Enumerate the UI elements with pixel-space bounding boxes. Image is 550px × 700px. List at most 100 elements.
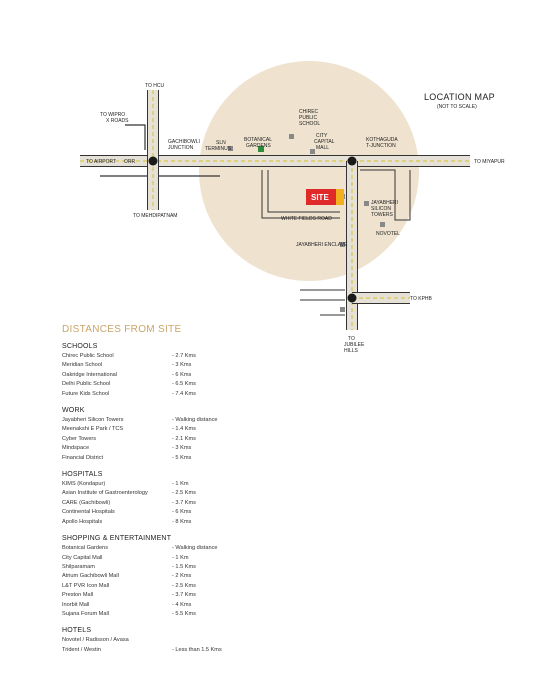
label-jayabheri-towers: TOWERS (371, 212, 394, 218)
label-hills-text: HILLS (344, 348, 358, 354)
item-distance: - 5.5 Kms (172, 610, 196, 617)
marker-novotel (380, 222, 385, 227)
list-item: Inorbit Mall- 4 Kms (62, 601, 362, 610)
list-item: Delhi Public School - 6.5 Kms (62, 380, 362, 389)
list-item: Asian Institute of Gastroenterology- 2.5… (62, 489, 362, 498)
item-name: Meridian School (62, 362, 103, 369)
item-distance: - 6.5 Kms (172, 381, 196, 388)
list-item: Jayabheri Silicon Towers - Walking distan… (62, 416, 362, 425)
label-botanical-gardens: GARDENS (246, 143, 271, 149)
item-name: Jayabheri Silicon Towers (62, 417, 124, 424)
item-distance: - Less than 1.5 Kms (172, 646, 222, 653)
section-work: WORK Jayabheri Silicon Towers- Walking d… (62, 407, 362, 463)
item-distance: - 3.7 Kms (172, 499, 196, 506)
item-name: L&T PVR Icon Mall (62, 582, 110, 589)
section-hospitals: HOSPITALS KIMS (Kondapur)- 1 Km Asian In… (62, 471, 362, 527)
label-to-kphb: TO KPHB (410, 296, 433, 302)
section-schools: SCHOOLS Chirec Public School- 2.7 Kms Me… (62, 343, 362, 399)
list-item: Trident / Westin - Less than 1.5 Kms (62, 646, 362, 655)
label-ccm-city: CITY (316, 133, 328, 139)
label-novotel: NOVOTEL (376, 231, 400, 237)
marker-chirec (289, 134, 294, 139)
item-name: Chirec Public School (62, 353, 114, 359)
label-wipro-x-roads: X ROADS (106, 118, 129, 124)
item-distance: - 2.5 Kms (172, 490, 196, 497)
item-distance: - 2.5 Kms (172, 582, 196, 589)
label-sln: SLN (216, 140, 226, 146)
junction-kothaguda (347, 156, 357, 166)
item-distance: - 3 Kms (172, 362, 192, 369)
label-jubilee: JUBILEE HILLS (344, 342, 364, 354)
location-map: SITE TO HCU TO WIPRO X ROADS GACHIBOWLI … (80, 61, 505, 340)
list-item: Botanical Gardens - Walking distance (62, 544, 362, 553)
list-item: Meenakshi E Park / TCS- 1.4 Kms (62, 425, 362, 434)
marker-botanical-gardens (258, 146, 264, 152)
list-item: CARE (Gachibowli)- 3.7 Kms (62, 499, 362, 508)
item-name: Future Kids School (62, 390, 110, 397)
item-distance: - 1 Km (172, 481, 189, 488)
list-item: Future Kids School - 7.4 Kms (62, 390, 362, 399)
list-item: City Capital Mall- 1 Km (62, 554, 362, 563)
map-labels: TO HCU TO WIPRO X ROADS GACHIBOWLI JUNCT… (86, 83, 505, 340)
item-distance: - 1.4 Kms (172, 426, 196, 433)
item-distance: - 2.1 Kms (172, 435, 196, 442)
map-title: LOCATION MAP (424, 92, 495, 102)
list-item: Oakridge International- 6 Kms (62, 371, 362, 380)
item-distance: - 6 Kms (172, 509, 192, 516)
label-gachibowli-junction: JUNCTION (168, 145, 194, 151)
item-distance: - 8 Kms (172, 518, 192, 525)
label-gachibowli: GACHIBOWLI (168, 139, 200, 145)
label-to-airport: TO AIRPORT (86, 159, 116, 165)
item-name: Atrium Gachibowli Mall (62, 573, 119, 580)
marker-sln-terminus (228, 146, 233, 151)
list-item: Cyber Towers - 2.1 Kms (62, 435, 362, 444)
list-item: Sujana Forum Mall- 5.5 Kms (62, 610, 362, 619)
item-distance: - 3 Kms (172, 445, 192, 452)
marker-jayabheri-towers (364, 201, 369, 206)
section-title: HOTELS (62, 627, 92, 635)
list-item: Meridian School - 3 Kms (62, 361, 362, 370)
distances-title: DISTANCES FROM SITE (62, 324, 182, 335)
label-jubilee-text: JUBILEE (344, 342, 365, 348)
item-distance (172, 636, 292, 645)
item-distance: - 4 Kms (172, 601, 192, 608)
item-distance: - 7.4 Kms (172, 390, 196, 397)
item-name: Trident / Westin (62, 646, 101, 653)
label-chirec: CHIREC (299, 109, 319, 115)
junction-kphb (347, 293, 357, 303)
marker-2 (340, 307, 345, 312)
marker-jayabheri-enclave (340, 242, 345, 247)
map-subtitle: (NOT TO SCALE) (437, 104, 477, 110)
distances-panel: DISTANCES FROM SITE SCHOOLS Chirec Publi… (62, 324, 362, 663)
site-accent (336, 189, 344, 205)
item-distance: - 1.5 Kms (172, 563, 196, 570)
label-to: TO (348, 336, 355, 340)
item-name: Cyber Towers (62, 435, 97, 442)
list-item: Preston Mall- 3.7 Kms (62, 591, 362, 600)
label-jayabheri-silicon: SILICON (371, 206, 391, 212)
marker-ccm (310, 149, 315, 154)
item-name: Financial District (62, 454, 104, 461)
label-jayabheri: JAYABHERI (371, 200, 398, 206)
item-distance: - Walking distance (172, 417, 218, 424)
item-distance: - 2.7 Kms (172, 353, 196, 359)
item-name: Botanical Gardens (62, 545, 109, 552)
label-to-miyapur: TO MIYAPUR (474, 159, 505, 165)
item-distance: - Walking distance (172, 545, 218, 552)
label-to-mehdipatnam: TO MEHDIPATNAM (133, 213, 177, 219)
list-item: Apollo Hospitals- 8 Kms (62, 518, 362, 527)
item-distance: - 5 Kms (172, 454, 192, 461)
list-item: Mindspace- 3 Kms (62, 444, 362, 453)
label-kothaguda-junction: T-JUNCTION (366, 143, 396, 149)
list-item: KIMS (Kondapur)- 1 Km (62, 480, 362, 489)
item-name: Continental Hospitals (62, 509, 115, 516)
item-name: Oakridge International (62, 371, 118, 378)
list-item: Atrium Gachibowli Mall- 2 Kms (62, 572, 362, 581)
label-orr: ORR (124, 159, 136, 165)
list-item: Financial District - 5 Kms (62, 454, 362, 463)
label-ccm-capital: CAPITAL (314, 139, 335, 145)
item-name: Delhi Public School (62, 381, 111, 388)
section-shopping: SHOPPING & ENTERTAINMENT Botanical Garde… (62, 535, 362, 619)
label-kothaguda: KOTHAGUDA (366, 137, 398, 143)
label-to-hcu: TO HCU (145, 83, 164, 89)
